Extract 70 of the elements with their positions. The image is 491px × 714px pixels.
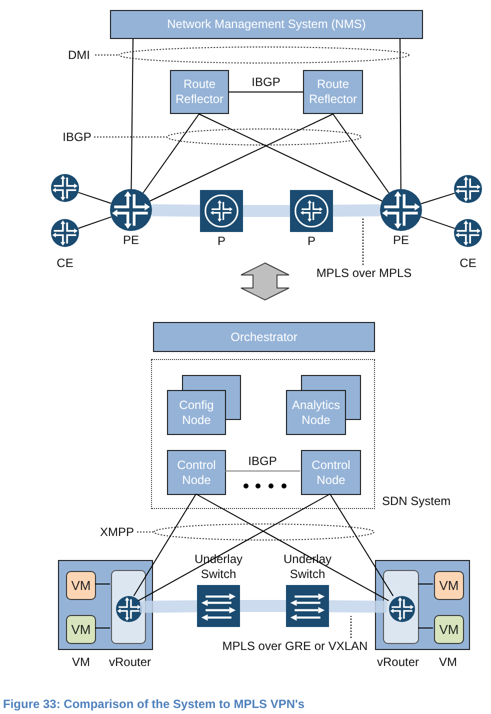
tunnel-band bbox=[240, 600, 286, 612]
connector-line bbox=[196, 494, 390, 602]
host-box bbox=[58, 560, 153, 650]
text-label: vRouter bbox=[108, 655, 152, 669]
core-router-icon bbox=[200, 190, 243, 232]
text-label: VM bbox=[72, 655, 90, 669]
text-label: IBGP bbox=[62, 130, 92, 144]
router-icon bbox=[454, 175, 482, 203]
leader-line bbox=[350, 616, 352, 638]
node-box: Config Node bbox=[167, 390, 226, 435]
switch-icon bbox=[197, 585, 240, 627]
node-caption: CE bbox=[56, 256, 74, 270]
reflector-box: Route Reflector bbox=[170, 70, 229, 114]
node-caption: P bbox=[308, 234, 316, 248]
reflector-box: Route Reflector bbox=[303, 70, 363, 114]
text-label: DMI bbox=[68, 48, 90, 62]
edge-label: IBGP bbox=[252, 75, 280, 89]
orchestrator-box: Orchestrator bbox=[153, 322, 375, 352]
node-caption: CE bbox=[460, 256, 476, 270]
connector-line bbox=[133, 494, 196, 596]
connector-line bbox=[142, 114, 200, 194]
system-box: Network Management System (NMS) bbox=[110, 10, 423, 39]
vm-box: VM bbox=[66, 571, 96, 600]
connector-line bbox=[130, 38, 134, 190]
text-label: vRouter bbox=[376, 655, 420, 669]
figure-caption: Figure 33: Comparison of the System to MPLS VPN's bbox=[3, 697, 305, 711]
router-icon bbox=[389, 596, 415, 622]
node-box: Control Node bbox=[301, 450, 361, 495]
group-label: SDN System bbox=[382, 494, 451, 508]
connector-line bbox=[330, 494, 394, 596]
text-label: VM bbox=[439, 655, 457, 669]
vrouter-panel bbox=[111, 570, 146, 644]
node-box: Control Node bbox=[167, 450, 226, 495]
tunnel-band bbox=[243, 205, 290, 217]
tunnel-band bbox=[140, 600, 198, 613]
connector-line bbox=[78, 192, 112, 204]
protocol-label: MPLS over GRE or VXLAN bbox=[220, 638, 370, 654]
connector-line bbox=[224, 470, 300, 472]
connector-line bbox=[138, 494, 330, 602]
tunnel-band bbox=[332, 204, 380, 217]
text-label: XMPP bbox=[100, 525, 134, 539]
vm-box: VM bbox=[434, 615, 464, 644]
router-icon bbox=[51, 174, 79, 202]
vm-box: VM bbox=[66, 615, 96, 644]
connector-line bbox=[420, 192, 456, 204]
router-icon bbox=[116, 596, 142, 622]
node-caption: PE bbox=[393, 233, 409, 247]
node-box: Analytics Node bbox=[286, 390, 346, 435]
protocol-label: MPLS over MPLS bbox=[318, 265, 410, 281]
router-icon bbox=[380, 189, 422, 231]
router-icon bbox=[454, 219, 482, 247]
core-router-icon bbox=[290, 190, 333, 232]
host-box bbox=[375, 560, 470, 650]
connector-line bbox=[149, 114, 334, 202]
vm-box: VM bbox=[434, 571, 464, 600]
node-caption: PE bbox=[123, 233, 139, 247]
tunnel-band bbox=[328, 600, 388, 613]
connector-line bbox=[332, 114, 390, 194]
connector-line bbox=[420, 216, 456, 229]
leader-line bbox=[362, 218, 364, 266]
edge-label: IBGP bbox=[248, 454, 277, 468]
router-icon bbox=[51, 219, 79, 247]
connector-line bbox=[78, 216, 112, 229]
vrouter-panel bbox=[383, 570, 419, 644]
node-caption: P bbox=[218, 234, 226, 248]
connector-line bbox=[198, 114, 383, 202]
switch-icon bbox=[286, 585, 329, 627]
connector-line bbox=[400, 38, 402, 190]
tunnel-band bbox=[152, 204, 200, 217]
router-icon bbox=[110, 189, 152, 231]
